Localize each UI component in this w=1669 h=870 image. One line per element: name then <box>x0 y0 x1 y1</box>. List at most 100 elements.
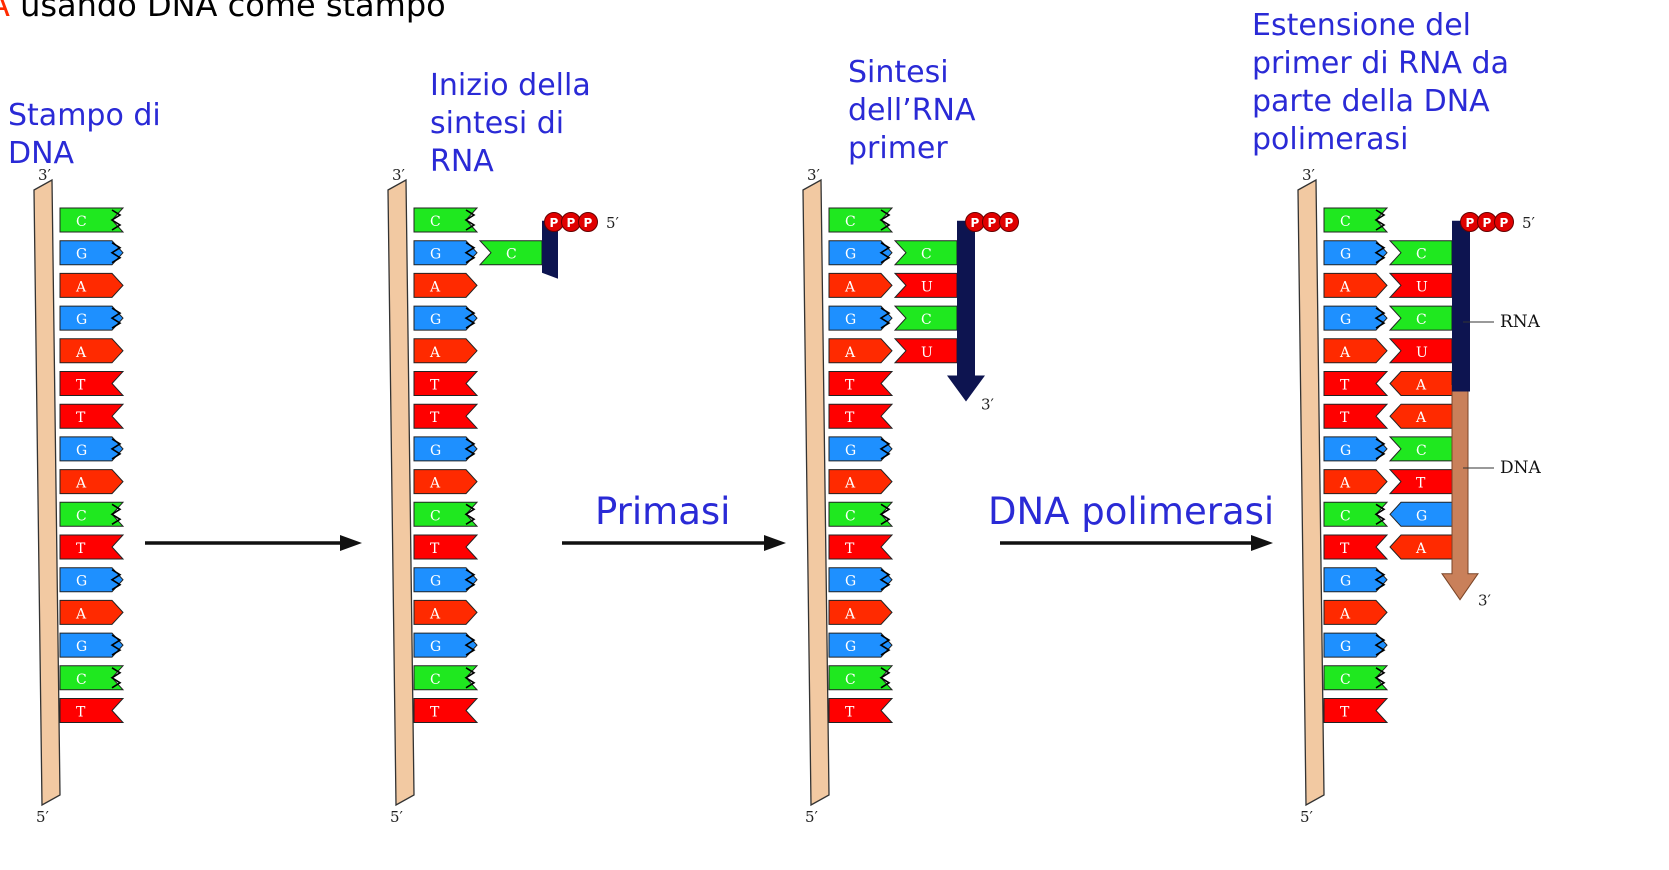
hbond-mark <box>464 667 476 689</box>
template-base <box>413 534 479 560</box>
step-arrowhead-1 <box>340 535 362 551</box>
template-base <box>59 599 124 625</box>
step-arrowhead-3 <box>1251 535 1273 551</box>
base-letter: C <box>76 214 87 230</box>
base-letter: C <box>506 247 517 263</box>
base-letter: A <box>75 279 87 295</box>
base-letter: G <box>76 312 87 328</box>
template-base <box>828 272 893 298</box>
template-base <box>413 338 478 364</box>
hbond-mark <box>1374 209 1386 231</box>
three-prime-label: 3′ <box>1302 166 1316 184</box>
template-base <box>828 469 893 495</box>
template-base <box>828 403 894 429</box>
base-letter: G <box>845 443 856 459</box>
template-base <box>1323 599 1388 625</box>
paired-base <box>893 240 958 266</box>
hbond-mark <box>110 242 122 264</box>
base-letter: A <box>1415 378 1427 394</box>
hbond-mark <box>1374 569 1386 591</box>
base-letter: A <box>429 606 441 622</box>
paired-base <box>1388 240 1453 266</box>
paired-base <box>1388 338 1453 364</box>
base-letter: A <box>844 345 856 361</box>
hbond-mark <box>1374 307 1386 329</box>
base-letter: A <box>429 476 441 492</box>
base-letter: G <box>430 574 441 590</box>
base-letter: C <box>921 312 932 328</box>
phosphate-letter: P <box>584 216 593 230</box>
base-letter: T <box>76 705 86 721</box>
base-letter: T <box>430 705 440 721</box>
base-letter: T <box>76 410 86 426</box>
template-base <box>1323 403 1389 429</box>
template-base <box>413 272 478 298</box>
phosphate-letter: P <box>550 216 559 230</box>
paired-base <box>478 240 543 266</box>
base-letter: G <box>845 312 856 328</box>
hbond-mark <box>1374 503 1386 525</box>
phosphate-letter: P <box>567 216 576 230</box>
base-letter: A <box>1415 410 1427 426</box>
template-base <box>1323 338 1388 364</box>
base-letter: T <box>1340 705 1350 721</box>
five-prime-label: 5′ <box>805 808 819 826</box>
template-base <box>413 371 479 396</box>
base-letter: U <box>1416 279 1428 295</box>
phosphate-letter: P <box>1005 216 1014 230</box>
base-letter: T <box>1340 541 1350 557</box>
three-prime-label: 3′ <box>981 396 995 414</box>
hbond-mark <box>879 569 891 591</box>
base-letter: T <box>430 541 440 557</box>
rna-primer-strand <box>542 220 558 279</box>
hbond-mark <box>879 438 891 460</box>
base-letter: G <box>76 247 87 263</box>
hbond-mark <box>110 209 122 231</box>
label-dna: DNA <box>1500 458 1541 478</box>
phosphate-group <box>999 212 1019 232</box>
template-base <box>1323 371 1389 396</box>
template-base <box>59 338 124 364</box>
template-base <box>828 534 894 560</box>
caption-primer-extension: Estensione del primer di RNA da parte de… <box>1252 8 1509 157</box>
label-rna: RNA <box>1500 312 1540 332</box>
hbond-mark <box>110 667 122 689</box>
base-letter: G <box>430 443 441 459</box>
base-letter: T <box>1340 378 1350 394</box>
base-letter: A <box>1339 345 1351 361</box>
paired-base <box>893 305 958 331</box>
rna-primer-strand <box>1452 220 1470 392</box>
base-letter: G <box>845 247 856 263</box>
base-letter: G <box>430 639 441 655</box>
base-letter: C <box>1340 508 1351 524</box>
base-letter: G <box>1340 443 1351 459</box>
hbond-mark <box>1374 242 1386 264</box>
base-letter: C <box>1340 214 1351 230</box>
hbond-mark <box>464 438 476 460</box>
base-letter: G <box>76 639 87 655</box>
paired-base <box>1388 469 1453 495</box>
hbond-mark <box>1374 667 1386 689</box>
base-letter: C <box>430 508 441 524</box>
hbond-mark <box>464 307 476 329</box>
template-base <box>413 698 479 723</box>
hbond-mark <box>464 569 476 591</box>
template-base <box>828 338 893 364</box>
template-base <box>1323 698 1389 723</box>
base-letter: C <box>430 672 441 688</box>
template-base <box>59 371 125 396</box>
phosphate-letter: P <box>1483 216 1492 230</box>
base-letter: C <box>845 672 856 688</box>
base-letter: C <box>76 508 87 524</box>
template-base <box>59 698 125 723</box>
phosphate-letter: P <box>1466 216 1475 230</box>
title-text: usando DNA come stampo <box>9 0 446 24</box>
caption-rna-start: Inizio della sintesi di RNA <box>430 68 591 179</box>
base-letter: G <box>430 312 441 328</box>
template-base <box>828 599 893 625</box>
template-backbone <box>1297 178 1325 807</box>
template-base <box>59 469 124 495</box>
